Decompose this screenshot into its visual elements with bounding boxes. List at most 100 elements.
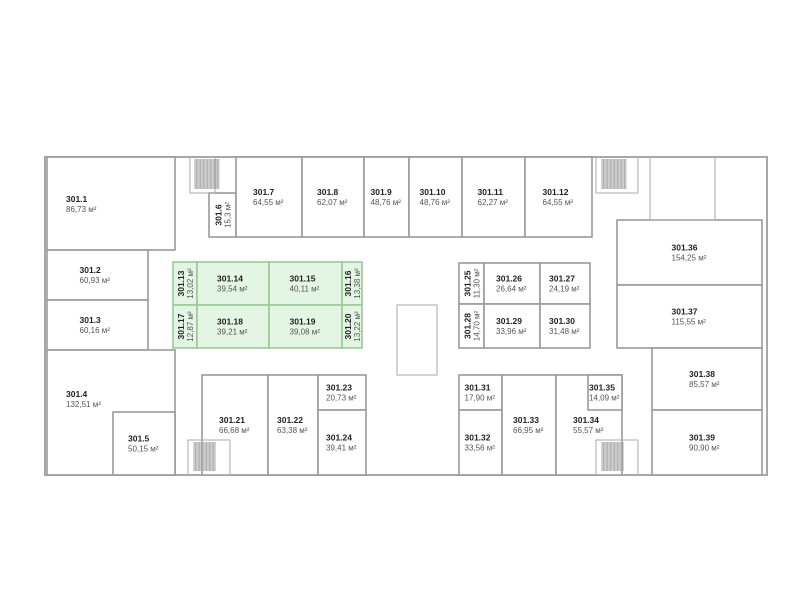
room-number: 301.30 (549, 316, 575, 326)
room-301-39[interactable] (651, 409, 763, 476)
room-area: 85,57 м² (689, 380, 720, 389)
room-number: 301.26 (496, 274, 522, 284)
room-301-3[interactable] (46, 299, 149, 351)
room-301-22[interactable] (267, 374, 319, 476)
room-number: 301.37 (672, 307, 698, 317)
room-area: 62,27 м² (478, 198, 509, 207)
room-area: 24,19 м² (549, 285, 580, 294)
room-area: 39,54 м² (217, 285, 248, 294)
room-shape[interactable] (196, 261, 270, 306)
room-area: 60,93 м² (80, 276, 111, 285)
room-301-35[interactable] (587, 374, 623, 411)
room-number: 301.35 (589, 383, 615, 393)
room-301-18[interactable] (196, 304, 270, 349)
room-number: 301.25 (463, 270, 473, 296)
room-301-14[interactable] (196, 261, 270, 306)
room-301-33[interactable] (501, 374, 557, 476)
room-301-26[interactable] (483, 262, 541, 305)
room-shape[interactable] (317, 374, 367, 411)
room-shape[interactable] (483, 262, 541, 305)
room-shape[interactable] (539, 303, 591, 349)
room-301-13[interactable] (172, 261, 198, 306)
room-301-36[interactable] (616, 219, 763, 286)
room-shape[interactable] (524, 156, 593, 238)
room-shape[interactable] (317, 409, 367, 476)
room-301-29[interactable] (483, 303, 541, 349)
room-area: 66,95 м² (513, 426, 544, 435)
room-301-30[interactable] (539, 303, 591, 349)
room-301-15[interactable] (268, 261, 343, 306)
room-area: 11,30 м² (473, 268, 482, 298)
room-shape[interactable] (268, 304, 343, 349)
room-shape[interactable] (587, 374, 623, 411)
room-shape[interactable] (651, 409, 763, 476)
room-shape[interactable] (651, 347, 763, 411)
room-301-38[interactable] (651, 347, 763, 411)
room-shape[interactable] (268, 261, 343, 306)
room-301-37[interactable] (616, 284, 763, 349)
room-301-31[interactable] (458, 374, 503, 411)
room-area: 14,70 м² (473, 310, 482, 341)
room-number: 301.22 (277, 415, 303, 425)
room-301-10[interactable] (408, 156, 463, 238)
room-301-11[interactable] (461, 156, 526, 238)
room-number: 301.32 (465, 433, 491, 443)
room-shape[interactable] (267, 374, 319, 476)
room-301-8[interactable] (301, 156, 365, 238)
room-shape[interactable] (46, 299, 149, 351)
room-301-32[interactable] (458, 409, 503, 476)
stairs-bottom-right (595, 439, 639, 476)
room-number: 301.20 (343, 313, 353, 339)
room-301-25[interactable] (458, 262, 485, 305)
room-area: 26,64 м² (496, 285, 527, 294)
room-area: 55,57 м² (573, 426, 604, 435)
room-number: 301.31 (465, 383, 491, 393)
room-shape[interactable] (539, 262, 591, 305)
room-shape[interactable] (112, 411, 176, 476)
room-shape[interactable] (461, 156, 526, 238)
room-number: 301.24 (326, 433, 352, 443)
room-301-7[interactable] (235, 156, 303, 238)
room-shape[interactable] (172, 261, 198, 306)
room-area: 20,73 м² (326, 394, 357, 403)
room-number: 301.3 (80, 315, 102, 325)
room-area: 48,76 м² (371, 198, 402, 207)
room-shape[interactable] (46, 249, 149, 301)
room-shape[interactable] (341, 304, 363, 349)
room-number: 301.19 (290, 317, 316, 327)
room-shape[interactable] (363, 156, 410, 238)
room-301-2[interactable] (46, 249, 149, 301)
room-area: 115,55 м² (672, 318, 707, 327)
room-shape[interactable] (458, 374, 503, 411)
room-shape[interactable] (501, 374, 557, 476)
room-number: 301.10 (420, 187, 446, 197)
room-301-12[interactable] (524, 156, 593, 238)
room-number: 301.4 (66, 389, 88, 399)
room-shape[interactable] (235, 156, 303, 238)
room-301-5[interactable] (112, 411, 176, 476)
room-shape[interactable] (458, 262, 485, 305)
room-number: 301.14 (217, 274, 243, 284)
room-shape[interactable] (483, 303, 541, 349)
room-301-24[interactable] (317, 409, 367, 476)
room-area: 14,09 м² (589, 394, 620, 403)
room-301-19[interactable] (268, 304, 343, 349)
room-number: 301.23 (326, 383, 352, 393)
room-shape[interactable] (196, 304, 270, 349)
room-301-23[interactable] (317, 374, 367, 411)
room-area: 12,87 м² (186, 311, 195, 342)
elevator-core (396, 304, 438, 376)
room-shape[interactable] (301, 156, 365, 238)
room-301-20[interactable] (341, 304, 363, 349)
room-shape[interactable] (616, 219, 763, 286)
room-area: 48,76 м² (420, 198, 451, 207)
room-301-9[interactable] (363, 156, 410, 238)
room-shape[interactable] (616, 284, 763, 349)
room-number: 301.5 (128, 434, 150, 444)
room-301-27[interactable] (539, 262, 591, 305)
room-number: 301.17 (176, 313, 186, 339)
room-shape[interactable] (458, 409, 503, 476)
room-shape[interactable] (408, 156, 463, 238)
